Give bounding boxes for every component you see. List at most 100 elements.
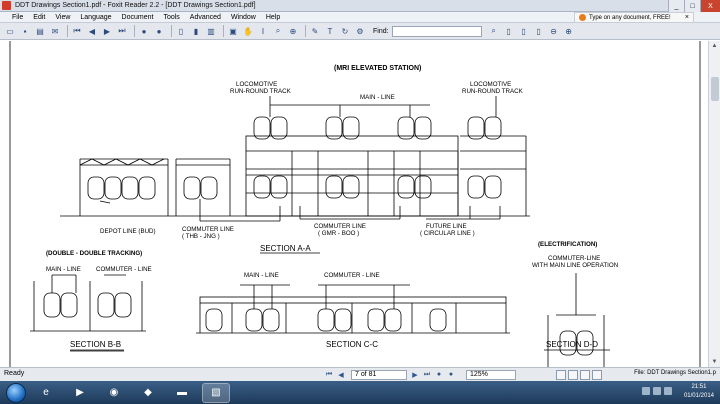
menu-file[interactable]: File	[12, 13, 24, 21]
menu-edit[interactable]: Edit	[33, 13, 46, 21]
loco-right-line2: RUN-ROUND TRACK	[462, 88, 524, 95]
clock-date: 01/01/2014	[683, 393, 714, 399]
magnifier-icon[interactable]: ⌕	[491, 26, 496, 35]
menu-tools[interactable]: Tools	[163, 13, 180, 21]
find-input[interactable]	[391, 25, 482, 37]
section-cc-title: SECTION C-C	[326, 340, 378, 349]
menu-window[interactable]: Window	[230, 13, 256, 21]
menu-view[interactable]: View	[55, 13, 71, 21]
scroll-down-icon[interactable]: ▼	[711, 359, 718, 365]
go-back-icon[interactable]: ●	[141, 26, 147, 36]
text-tool-icon[interactable]: T	[327, 26, 333, 36]
facing-icon[interactable]: ▥	[207, 26, 215, 36]
internet-explorer-icon[interactable]: e	[43, 387, 49, 398]
continuous-view-icon[interactable]	[568, 370, 578, 380]
vertical-scrollbar[interactable]: ▲ ▼	[708, 41, 720, 367]
elec-label-line2: WITH MAIN LINE OPERATION	[532, 262, 618, 269]
folder-icon[interactable]: ▬	[177, 387, 187, 398]
future-line1: FUTURE LINE	[426, 223, 467, 230]
media-player-icon[interactable]: ▶	[76, 387, 84, 398]
menu-document[interactable]: Document	[121, 13, 154, 21]
first-page-icon[interactable]: ⏮	[73, 26, 81, 35]
page-icon[interactable]: ▯	[506, 26, 511, 36]
bb-commuter-label: COMMUTER - LINE	[96, 266, 152, 273]
status-file: File: DDT Drawings Section1.p	[634, 370, 716, 376]
go-forward-icon[interactable]: ●	[448, 371, 454, 378]
hand-tool-icon[interactable]: ✋	[243, 26, 253, 36]
toolbar-separator	[134, 25, 135, 37]
prev-page-icon[interactable]: ◀	[338, 371, 344, 379]
single-page-view-icon[interactable]	[556, 370, 566, 380]
document-view[interactable]: (MRI ELEVATED STATION) LOCOMOTIVE RUN-RO…	[0, 41, 708, 367]
scroll-up-icon[interactable]: ▲	[711, 43, 718, 49]
page-indicator[interactable]: 7 of 81	[351, 369, 407, 380]
document-icon[interactable]: ▯	[536, 26, 541, 36]
go-back-icon[interactable]: ●	[436, 371, 442, 378]
facing-view-icon[interactable]	[580, 370, 590, 380]
battery-icon[interactable]	[664, 387, 672, 395]
section-bb-title: SECTION B-B	[70, 340, 121, 349]
zoom-out-icon[interactable]: ⊖	[550, 26, 557, 36]
toolbar-separator	[223, 25, 224, 37]
zoom-in-icon[interactable]: ⊕	[289, 26, 297, 36]
scroll-thumb[interactable]	[711, 77, 719, 101]
snapshot-icon[interactable]: ▣	[229, 26, 237, 36]
clock[interactable]: 21:51 01/01/2014	[684, 383, 714, 401]
app-icon[interactable]: ◆	[144, 387, 152, 398]
zoom-plus-icon[interactable]: ⊕	[565, 26, 572, 36]
network-icon[interactable]	[642, 387, 650, 395]
last-page-icon[interactable]: ⏭	[423, 370, 431, 378]
menu-help[interactable]: Help	[265, 13, 281, 21]
menu-bar: File Edit View Language Document Tools A…	[0, 12, 720, 23]
promo-banner[interactable]: Type on any document, FREE! ×	[574, 12, 694, 23]
rotate-icon[interactable]: ↻	[341, 26, 349, 36]
view-mode-buttons	[556, 370, 604, 380]
volume-icon[interactable]	[653, 387, 661, 395]
select-text-icon[interactable]: I	[261, 26, 265, 36]
save-icon[interactable]: ▪	[23, 26, 27, 36]
drawing-title: (MRI ELEVATED STATION)	[334, 65, 421, 72]
binoculars-icon[interactable]: ⌕	[275, 26, 281, 35]
find-label: Find:	[373, 27, 389, 35]
loco-right-line1: LOCOMOTIVE	[470, 81, 511, 88]
settings-icon[interactable]: ⚙	[356, 26, 364, 36]
menu-language[interactable]: Language	[80, 13, 112, 21]
open-icon[interactable]: ▭	[6, 26, 14, 36]
toolbar-separator	[171, 25, 172, 37]
zoom-level[interactable]: 125%	[466, 369, 516, 380]
next-page-icon[interactable]: ▶	[412, 371, 418, 379]
commuter-gmr-line1: COMMUTER LINE	[314, 223, 366, 230]
first-page-icon[interactable]: ⏮	[325, 370, 333, 378]
toolbar-separator	[67, 25, 68, 37]
maximize-button[interactable]: □	[684, 0, 700, 12]
foxit-reader-task-icon[interactable]: ▧	[202, 382, 230, 403]
last-page-icon[interactable]: ⏭	[118, 26, 126, 35]
menu-advanced[interactable]: Advanced	[189, 13, 221, 21]
promo-icon	[579, 14, 586, 21]
cc-commuter-label: COMMUTER - LINE	[324, 272, 380, 279]
next-page-icon[interactable]: ▶	[103, 26, 111, 36]
toolbar-separator	[305, 25, 306, 37]
continuous-icon[interactable]: ▮	[193, 26, 199, 36]
go-forward-icon[interactable]: ●	[156, 26, 162, 36]
pages-icon[interactable]: ▯	[521, 26, 526, 36]
minimize-button[interactable]: _	[668, 0, 684, 12]
print-icon[interactable]: ▤	[36, 26, 44, 36]
pencil-icon[interactable]: ✎	[311, 26, 319, 36]
railway-cross-section-drawing: (MRI ELEVATED STATION) LOCOMOTIVE RUN-RO…	[9, 41, 701, 367]
continuous-facing-view-icon[interactable]	[592, 370, 602, 380]
window-title: DDT Drawings Section1.pdf - Foxit Reader…	[15, 2, 256, 9]
page-navigation: ⏮ ◀ 7 of 81 ▶ ⏭ ● ● 125%	[324, 369, 516, 380]
clock-time: 21:51	[691, 384, 707, 390]
cc-main-line-label: MAIN - LINE	[244, 272, 279, 279]
single-page-icon[interactable]: ▯	[178, 26, 184, 36]
close-button[interactable]: X	[700, 0, 720, 12]
chrome-icon[interactable]: ◉	[109, 387, 119, 398]
commuter-thb-line1: COMMUTER LINE	[182, 226, 234, 233]
start-button[interactable]	[6, 382, 26, 403]
promo-close-icon[interactable]: ×	[684, 14, 689, 21]
email-icon[interactable]: ✉	[51, 26, 59, 36]
prev-page-icon[interactable]: ◀	[88, 26, 96, 36]
bb-main-line-label: MAIN - LINE	[46, 266, 81, 273]
toolbar: ▭ ▪ ▤ ✉ ⏮ ◀ ▶ ⏭ ● ● ▯ ▮ ▥ ▣ ✋ I ⌕ ⊕ ✎ T …	[0, 23, 720, 40]
